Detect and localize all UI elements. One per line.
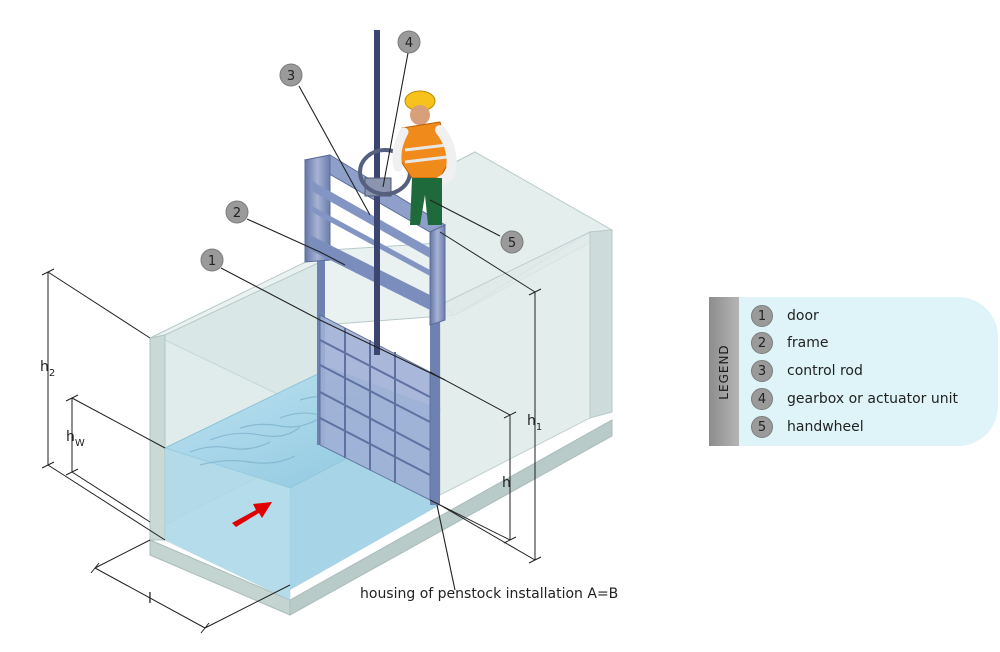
callout-2: 2 — [225, 200, 249, 224]
legend-badge: 3 — [751, 360, 773, 382]
frame-right-post — [430, 230, 440, 505]
legend-badge: 1 — [751, 305, 773, 327]
worker-head — [410, 105, 430, 125]
svg-text:2: 2 — [233, 206, 241, 221]
worker-figure — [392, 90, 457, 225]
legend-item: 1 door — [751, 305, 819, 327]
dim-label-h: h — [502, 475, 511, 491]
frame-beam-2 — [310, 205, 430, 276]
dim-label-h1: h1 — [527, 413, 542, 433]
legend-badge: 2 — [751, 332, 773, 354]
legend-label: gearbox or actuator unit — [787, 391, 958, 407]
flow-arrow — [232, 502, 272, 527]
callout-3: 3 — [279, 63, 303, 87]
svg-text:5: 5 — [508, 236, 516, 251]
worker-arm-left — [392, 127, 409, 172]
legend-badge: 5 — [751, 416, 773, 438]
legend: LEGEND 1 door 2 frame 3 control rod 4 ge… — [709, 297, 998, 446]
frame-beam-1 — [310, 180, 430, 258]
legend-label: handwheel — [787, 419, 864, 435]
legend-title: LEGEND — [717, 344, 731, 400]
svg-text:3: 3 — [287, 69, 295, 84]
callout-leaders — [220, 52, 501, 591]
dim-label-h2: h2 — [40, 359, 55, 379]
svg-text:4: 4 — [405, 36, 413, 51]
worker-arm — [433, 125, 457, 188]
legend-item: 3 control rod — [751, 360, 863, 382]
legend-label: door — [787, 308, 819, 324]
legend-tab: LEGEND — [709, 297, 739, 446]
penstock-gate — [303, 30, 447, 505]
callout-4: 4 — [397, 30, 421, 54]
legend-label: frame — [787, 335, 829, 351]
right-block-side — [589, 229, 613, 419]
worker-legs — [410, 178, 442, 225]
svg-text:1: 1 — [208, 254, 216, 269]
callout-5: 5 — [500, 230, 524, 254]
flow-arrow-icon — [232, 502, 272, 527]
legend-item: 5 handwheel — [751, 416, 864, 438]
callout-1: 1 — [200, 248, 224, 272]
door-grid — [319, 328, 431, 483]
floor-right — [289, 419, 613, 616]
legend-badge: 4 — [751, 388, 773, 410]
water-front — [165, 448, 290, 600]
legend-item: 4 gearbox or actuator unit — [751, 388, 958, 410]
left-wall-front — [149, 334, 166, 541]
dimension-lines — [41, 231, 542, 634]
frame-upper-right — [429, 224, 446, 326]
legend-item: 2 frame — [751, 332, 829, 354]
frame-beam-3 — [310, 235, 430, 310]
dim-label-l: l — [148, 591, 152, 607]
dim-label-hw: hW — [66, 429, 85, 449]
caption-housing: housing of penstock installation A=B — [360, 586, 618, 602]
legend-label: control rod — [787, 363, 863, 379]
worker-vest-stripes — [404, 143, 448, 164]
legend-panel: 1 door 2 frame 3 control rod 4 gearbox o… — [739, 297, 998, 446]
